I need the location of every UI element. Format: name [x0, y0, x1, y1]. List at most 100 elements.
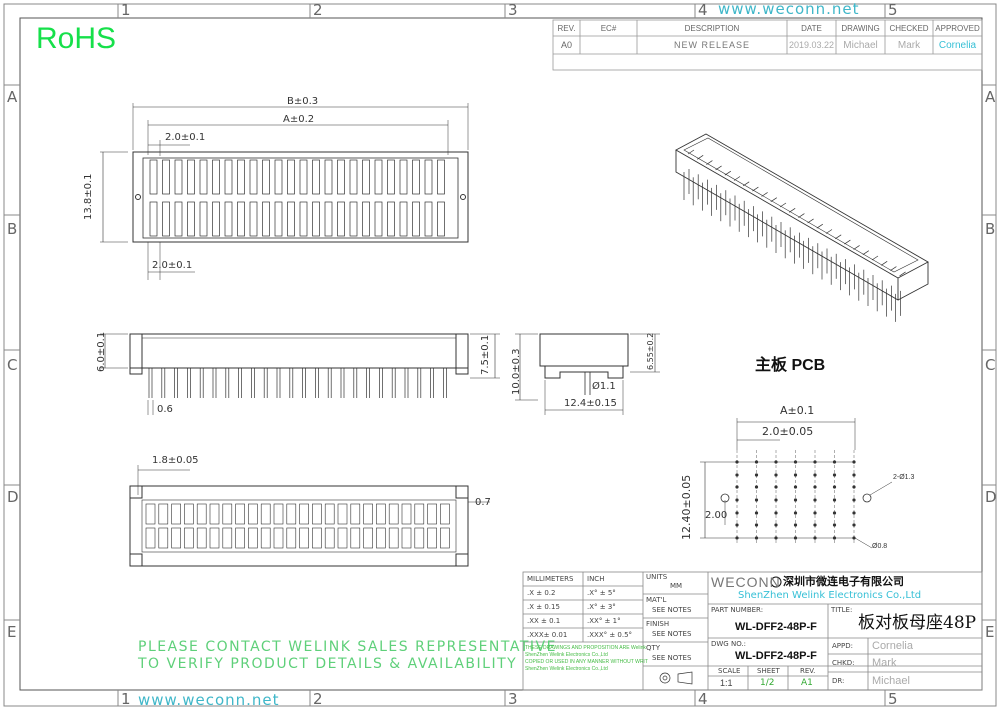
bottom-view: [129, 465, 490, 567]
top-view-contact: [237, 159, 245, 195]
top-view-contact: [374, 159, 383, 195]
pcb-hole: [832, 536, 837, 540]
top-view-contact: [199, 201, 208, 237]
zone-col-2: 2: [313, 1, 323, 19]
bottom-view-slot: [299, 527, 309, 549]
bottom-view-slot: [350, 527, 361, 549]
pcb-holes-big: 2-Ø1.3: [893, 474, 915, 481]
pcb-hole: [754, 485, 759, 489]
pcb-hole: [735, 460, 739, 464]
bottom-view-slot: [440, 527, 450, 549]
bottom-view-slot: [401, 527, 412, 549]
tb-notice-1: THESE DRAWINGS AND PROPOSITION ARE Welin…: [525, 645, 646, 651]
top-view-contact: [324, 159, 333, 195]
top-view-contact: [249, 201, 258, 237]
dim-pitch-bottom: 2.0±0.1: [152, 260, 193, 271]
rev-value-drawing: Michael: [843, 40, 878, 51]
pcb-hole: [813, 511, 817, 515]
tb-tol-in-4: .XXX° ± 0.5°: [587, 631, 633, 639]
dim-end-w: 12.4±0.15: [564, 398, 617, 409]
bottom-view-slot: [401, 503, 412, 525]
tb-finish-label: FINISH: [646, 620, 670, 628]
dim-wall: 0.7: [475, 497, 491, 508]
iso-slot: [844, 239, 851, 245]
pcb-hole: [754, 498, 759, 502]
pcb-hole: [813, 485, 817, 489]
rev-value-rev: A0: [560, 40, 572, 50]
rohs-badge: RoHS: [36, 22, 117, 55]
zone-col-1-bottom: 1: [121, 690, 131, 708]
tb-appd-label: APPD:: [832, 642, 853, 650]
zone-ticks: [4, 4, 996, 706]
pcb-hole: [735, 511, 739, 515]
pcb-hole: [832, 485, 837, 489]
bottom-view-slot: [414, 527, 425, 549]
bottom-view-slot: [414, 503, 425, 525]
top-view-contact: [274, 159, 283, 195]
bottom-view-slot: [337, 527, 348, 549]
zone-col-3-bottom: 3: [508, 690, 518, 708]
tb-part-number: WL-DFF2-48P-F: [735, 621, 817, 633]
top-view-contact: [174, 159, 183, 195]
top-view-contact: [312, 201, 320, 237]
top-view-contact: [149, 201, 158, 237]
pcb-hole: [852, 473, 856, 477]
revision-table-grid: [552, 19, 983, 71]
top-view-contact: [424, 201, 433, 237]
bottom-view-slot: [158, 503, 169, 525]
projection-symbol-icon: [659, 671, 693, 685]
watermark-url-bottom[interactable]: www.weconn.net: [138, 691, 280, 709]
iso-slot: [733, 176, 741, 181]
dim-pin-w: 0.6: [157, 404, 173, 415]
top-view-contact: [187, 159, 195, 195]
top-view-contact: [299, 159, 308, 195]
pcb-hole: [754, 523, 759, 527]
zone-col-2-bottom: 2: [313, 690, 323, 708]
contact-note-line-1: PLEASE CONTACT WELINK SALES REPRESENTATI…: [138, 639, 557, 655]
top-view-contact: [224, 159, 233, 195]
top-view-contact: [399, 159, 408, 195]
iso-slot: [881, 261, 888, 266]
tb-material-label: MAT'L: [646, 596, 667, 604]
rev-header-date: DATE: [801, 24, 822, 33]
registered-mark-icon: [770, 576, 782, 588]
pcb-hole: [793, 473, 798, 477]
tb-qty-value: SEE NOTES: [652, 654, 692, 662]
inner-border: [19, 17, 983, 691]
pcb-hole: [754, 536, 759, 540]
pcb-hole: [832, 511, 837, 515]
pcb-hole: [754, 511, 759, 515]
rev-value-description: NEW RELEASE: [673, 40, 751, 50]
zone-col-5-bottom: 5: [888, 690, 898, 708]
iso-slot: [862, 250, 869, 255]
top-view-contact: [162, 201, 170, 237]
top-view-contact: [262, 159, 270, 195]
top-view-contact: [337, 159, 345, 195]
rev-value-checked: Mark: [897, 40, 921, 51]
bottom-view-slot: [427, 527, 437, 549]
zone-row-e-right: E: [985, 623, 995, 641]
iso-slot: [706, 160, 713, 165]
company-name-cn: 深圳市微连电子有限公司: [783, 576, 904, 588]
iso-slot: [807, 218, 814, 224]
pcb-hole: [793, 460, 798, 464]
tb-tol-in-3: .XX° ± 1°: [587, 617, 621, 625]
top-view-contact: [249, 159, 258, 195]
bottom-view-slot: [196, 503, 207, 525]
tb-appd: Cornelia: [872, 640, 913, 652]
iso-slot: [752, 186, 759, 192]
tb-tol-mm-2: .X ± 0.15: [527, 603, 560, 611]
pcb-hole: [832, 473, 837, 477]
bottom-view-slot: [388, 503, 399, 525]
tb-material-value: SEE NOTES: [652, 606, 692, 614]
dim-height: 13.8±0.1: [83, 173, 94, 220]
rev-value-date: 2019.03.22: [788, 40, 835, 50]
rev-header-description: DESCRIPTION: [684, 24, 740, 33]
zone-row-a: A: [7, 88, 18, 106]
bottom-view-slot: [312, 503, 322, 525]
end-view: [515, 333, 660, 415]
pcb-dim-pitch: 2.0±0.05: [762, 425, 814, 438]
pcb-hole: [852, 523, 856, 527]
watermark-url-top[interactable]: www.weconn.net: [718, 0, 860, 18]
bottom-view-slot: [337, 503, 348, 525]
